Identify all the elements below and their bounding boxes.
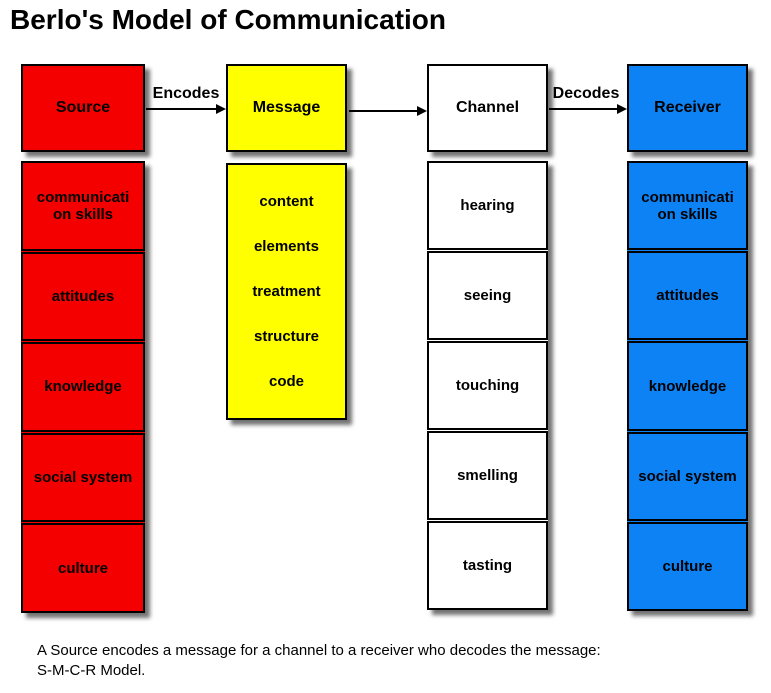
message-to-channel-arrow-head-icon (417, 106, 427, 116)
source-cell-knowledge: knowledge (21, 342, 145, 432)
source-attributes-column: communicati on skills attitudes knowledg… (21, 161, 145, 613)
source-cell-communication-skills: communicati on skills (21, 161, 145, 251)
source-header-box: Source (21, 64, 145, 152)
receiver-cell-social-system: social system (627, 431, 748, 521)
channel-senses-column: hearing seeing touching smelling tasting (427, 161, 548, 610)
message-item-code: code (268, 373, 304, 390)
source-cell-attitudes: attitudes (21, 251, 145, 342)
encodes-arrow-head-icon (216, 104, 226, 114)
source-cell-social-system: social system (21, 432, 145, 523)
channel-cell-seeing: seeing (427, 251, 548, 340)
caption-text: A Source encodes a message for a channel… (37, 642, 601, 679)
channel-header-box: Channel (427, 64, 548, 152)
decodes-arrow-head-icon (617, 104, 627, 114)
message-item-treatment: treatment (252, 283, 321, 300)
receiver-cell-culture: culture (627, 521, 748, 612)
receiver-cell-communication-skills: communicati on skills (627, 161, 748, 251)
encodes-label: Encodes (152, 85, 220, 102)
receiver-cell-knowledge: knowledge (627, 341, 748, 431)
encodes-arrow-line (146, 108, 217, 110)
decodes-arrow-line (549, 108, 618, 110)
message-item-content: content (259, 193, 314, 210)
message-item-structure: structure (253, 328, 320, 345)
message-item-elements: elements (253, 238, 320, 255)
source-cell-culture: culture (21, 523, 145, 613)
channel-cell-hearing: hearing (427, 161, 548, 250)
channel-cell-tasting: tasting (427, 521, 548, 610)
receiver-cell-attitudes: attitudes (627, 251, 748, 341)
decodes-label: Decodes (552, 85, 620, 102)
receiver-header-box: Receiver (627, 64, 748, 152)
receiver-attributes-column: communicati on skills attitudes knowledg… (627, 161, 748, 612)
channel-cell-smelling: smelling (427, 431, 548, 520)
message-header-box: Message (226, 64, 347, 152)
message-attributes-box: content elements treatment structure cod… (226, 163, 347, 420)
diagram-title: Berlo's Model of Communication (10, 4, 447, 35)
channel-cell-touching: touching (427, 341, 548, 430)
message-to-channel-arrow-line (349, 110, 418, 112)
